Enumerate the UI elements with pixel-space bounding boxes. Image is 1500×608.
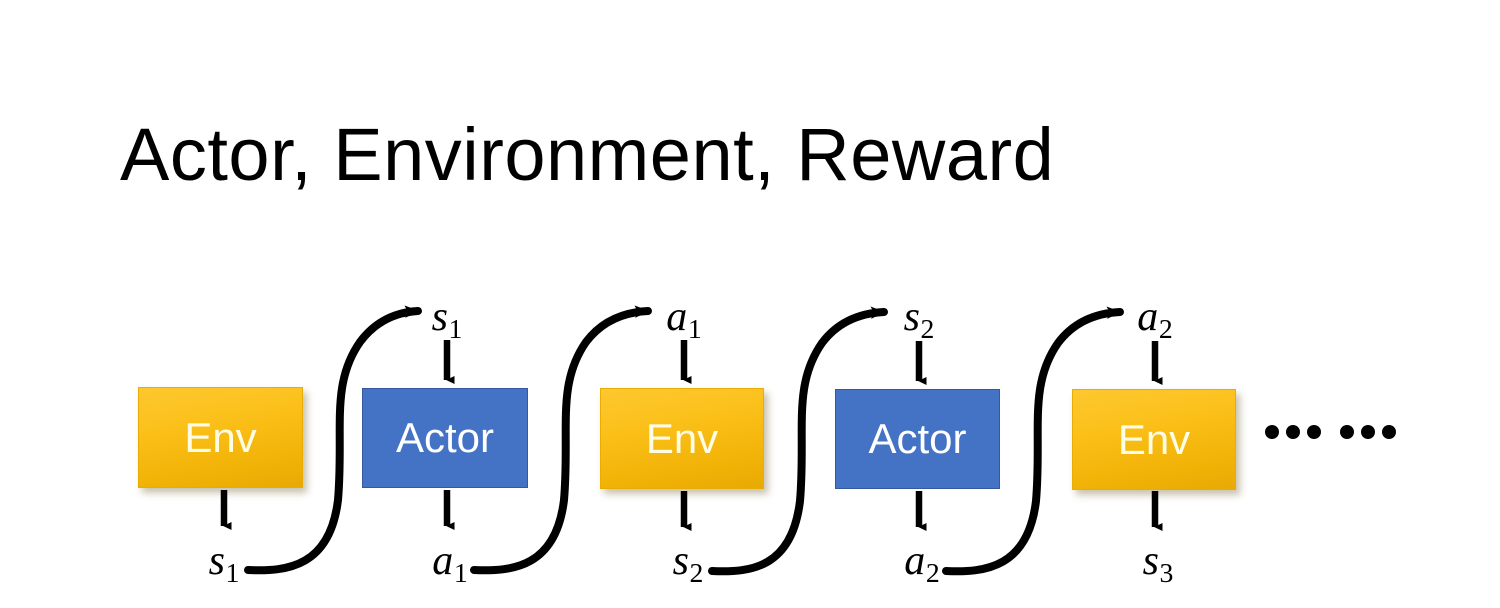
label-top-s2: s2 — [904, 296, 935, 342]
mvar-subscript: 2 — [689, 556, 704, 588]
page-title: Actor, Environment, Reward — [120, 113, 1055, 196]
mvar-subscript: 1 — [225, 556, 240, 588]
mvar-base: a — [1137, 294, 1159, 340]
label-top-s1: s1 — [432, 296, 463, 342]
mvar-base: s — [1142, 538, 1159, 584]
node-env-3[interactable]: Env — [1072, 389, 1236, 490]
node-env-1[interactable]: Env — [138, 387, 303, 488]
continuation-ellipsis — [1265, 425, 1396, 439]
label-bottom-a1: a1 — [432, 540, 467, 586]
mvar-subscript: 3 — [1159, 556, 1174, 588]
label-top-a2: a2 — [1137, 296, 1172, 342]
node-label: Actor — [868, 415, 967, 462]
mvar-subscript: 2 — [925, 556, 940, 588]
ellipsis-dot — [1340, 425, 1354, 439]
node-label: Env — [184, 413, 257, 461]
node-label: Env — [645, 414, 719, 462]
node-label: Env — [1117, 415, 1191, 463]
mvar-base: a — [432, 538, 454, 584]
node-actor-1[interactable]: Actor — [362, 388, 528, 488]
mvar-subscript: 2 — [920, 312, 935, 344]
mvar-base: a — [904, 538, 926, 584]
label-bottom-s3: s3 — [1143, 540, 1174, 586]
mvar-subscript: 1 — [687, 312, 702, 344]
mvar-subscript: 1 — [453, 556, 468, 588]
ellipsis-gap — [1328, 432, 1333, 433]
ellipsis-dot — [1265, 425, 1279, 439]
ellipsis-group — [1340, 425, 1396, 439]
node-label: Actor — [395, 414, 495, 461]
mvar-base: s — [431, 294, 448, 340]
ellipsis-dot — [1307, 425, 1321, 439]
ellipsis-dot — [1361, 425, 1375, 439]
ellipsis-group — [1265, 425, 1321, 439]
mvar-subscript: 1 — [448, 312, 463, 344]
mvar-subscript: 2 — [1158, 312, 1173, 344]
mvar-base: s — [672, 538, 689, 584]
label-bottom-s1: s1 — [209, 540, 240, 586]
node-actor-2[interactable]: Actor — [835, 389, 1000, 489]
node-env-2[interactable]: Env — [600, 388, 764, 489]
label-bottom-a2: a2 — [904, 540, 939, 586]
mvar-base: s — [903, 294, 920, 340]
label-top-a1: a1 — [666, 296, 701, 342]
label-bottom-s2: s2 — [673, 540, 704, 586]
ellipsis-dot — [1382, 425, 1396, 439]
mvar-base: s — [208, 538, 225, 584]
ellipsis-dot — [1286, 425, 1300, 439]
mvar-base: a — [666, 294, 688, 340]
